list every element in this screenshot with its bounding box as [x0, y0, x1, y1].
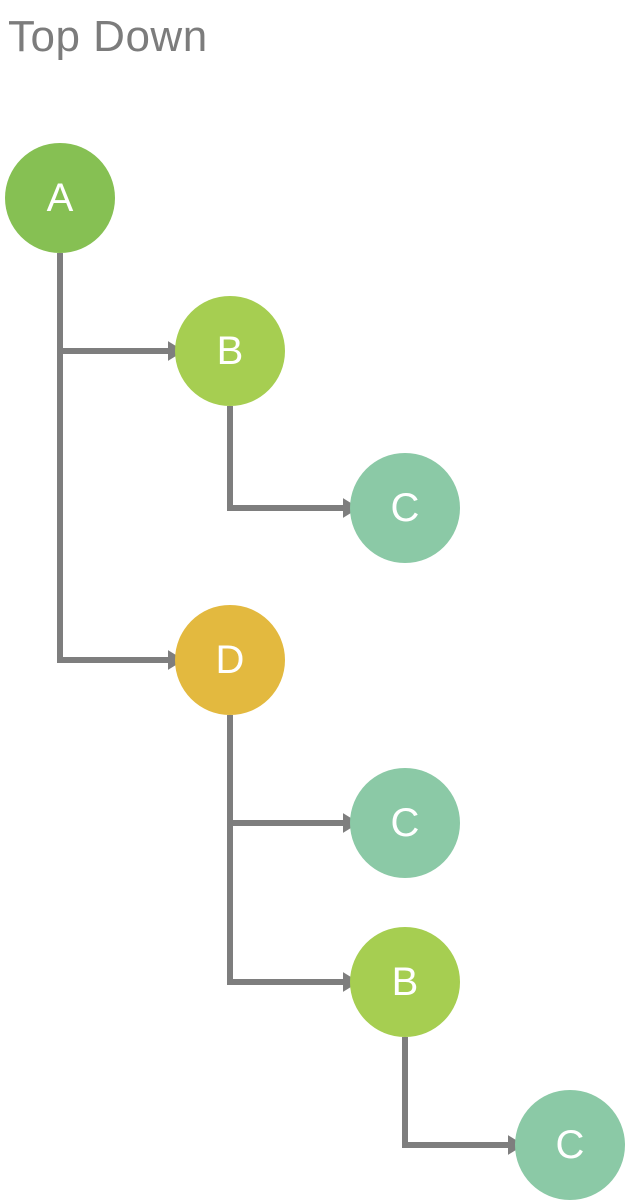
- edge-b1-c1: [227, 406, 359, 518]
- edge-d-b2: [227, 715, 359, 992]
- node-c3[interactable]: C: [515, 1090, 625, 1200]
- node-d[interactable]: D: [175, 605, 285, 715]
- node-b1[interactable]: B: [175, 296, 285, 406]
- node-label: A: [46, 176, 74, 220]
- edge-a-d: [57, 253, 184, 670]
- node-label: B: [216, 329, 244, 373]
- edge-d-c2: [227, 715, 359, 833]
- edge-b2-c3: [402, 1037, 524, 1155]
- node-label: C: [390, 801, 420, 845]
- node-label: D: [215, 638, 245, 682]
- node-b2[interactable]: B: [350, 927, 460, 1037]
- node-c2[interactable]: C: [350, 768, 460, 878]
- page-title: Top Down: [8, 12, 208, 61]
- node-c1[interactable]: C: [350, 453, 460, 563]
- node-label: B: [391, 960, 419, 1004]
- node-label: C: [555, 1123, 585, 1167]
- node-a[interactable]: A: [5, 143, 115, 253]
- edge-a-b1: [57, 253, 184, 361]
- node-label: C: [390, 486, 420, 530]
